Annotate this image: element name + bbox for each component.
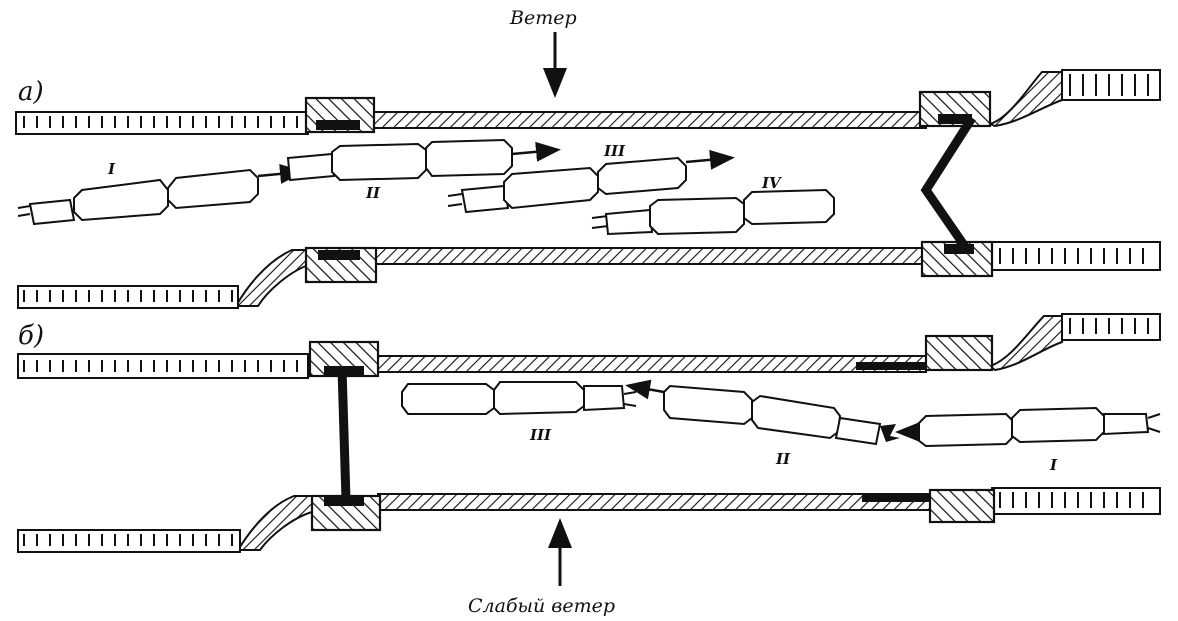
pier-b-upper-right — [987, 313, 1161, 372]
pier-a-upper-left-ticks — [23, 116, 298, 128]
pier-a-lower-left — [17, 249, 307, 309]
floe-chain-a-I — [17, 163, 305, 226]
pier-a-upper-right — [986, 69, 1161, 128]
floe-chain-b-III — [401, 381, 637, 416]
floe-a-label-3: IV — [761, 174, 782, 192]
floe-b-label-0: III — [529, 426, 552, 444]
gate-block-b-upper-right — [924, 334, 994, 372]
wind-bottom-label: Слабый ветер — [468, 595, 615, 617]
wind-top-label: Ветер — [509, 7, 577, 29]
gate-block-a-upper-right — [918, 90, 992, 128]
pier-b-upper-left — [17, 353, 309, 379]
panel-b-label: б) — [18, 321, 44, 351]
channel-b-upper-wall — [375, 355, 976, 373]
floe-chain-a-II — [286, 138, 561, 182]
channel-a-lower-wall — [373, 247, 927, 265]
panel-a-label: а) — [18, 77, 44, 107]
floe-a-label-0: I — [107, 160, 116, 178]
floe-a-label-1: II — [365, 184, 381, 202]
pier-b-lower-right — [991, 487, 1161, 515]
gate-block-b-lower-right — [928, 488, 996, 524]
channel-b-lower-wall — [377, 493, 974, 511]
floe-a-label-2: III — [603, 142, 626, 160]
floe-chain-a-III — [447, 149, 735, 214]
floe-chain-a-IV — [591, 188, 835, 236]
pier-a-upper-left — [15, 111, 309, 135]
floe-b-label-1: II — [775, 450, 791, 468]
gate-block-a-lower-left — [304, 246, 378, 284]
channel-a-upper-wall — [373, 111, 927, 129]
pier-a-lower-right — [991, 241, 1161, 271]
folding-gate-a — [920, 115, 976, 251]
gate-b-closed — [337, 367, 351, 501]
gate-block-a-upper-left — [304, 96, 376, 134]
floe-chain-b-II — [625, 379, 900, 446]
panel-a: а) Ветер — [15, 7, 1161, 309]
floe-b-label-2: I — [1049, 456, 1058, 474]
panel-b: б) — [17, 313, 1161, 617]
gate-block-a-lower-right — [920, 240, 994, 278]
pier-b-lower-left — [17, 495, 313, 553]
floe-chain-b-I — [895, 406, 1161, 448]
gate-block-b-lower-left — [310, 494, 382, 532]
